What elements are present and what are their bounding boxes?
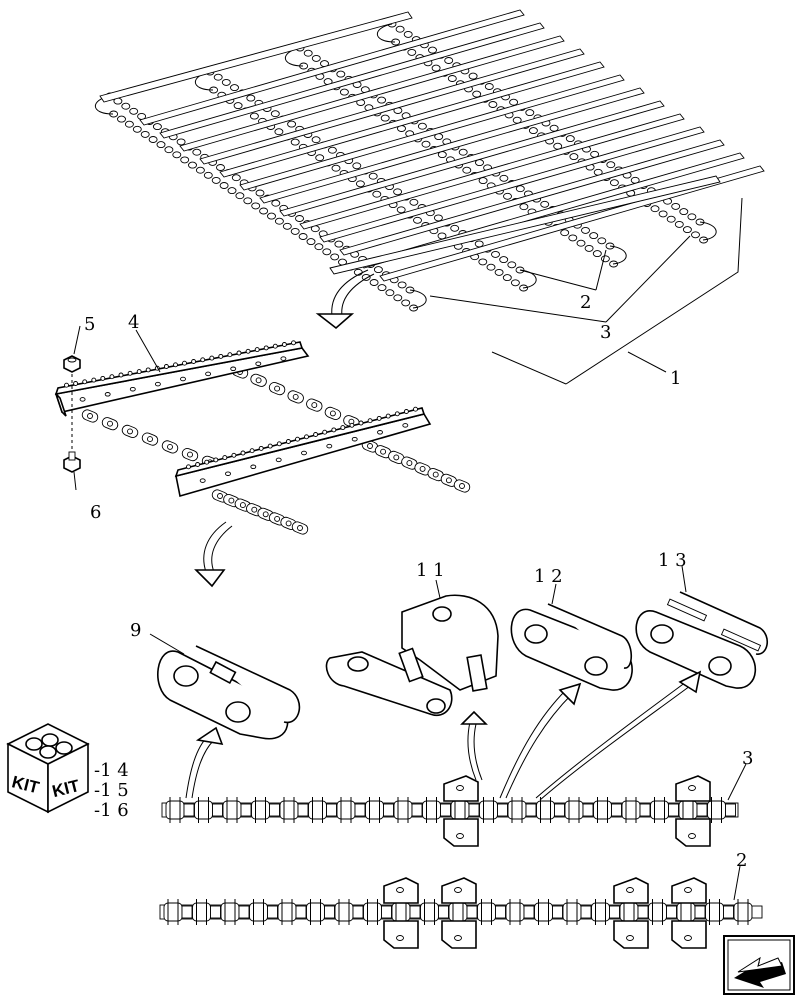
chain-link [163, 899, 193, 925]
callout-4: 4 [128, 312, 139, 333]
chain-link [621, 797, 651, 823]
chain-link [334, 899, 364, 925]
chain-link [336, 797, 366, 823]
chain-link [650, 797, 679, 823]
chain-link [564, 797, 594, 823]
callout-1: 1 [670, 368, 681, 389]
assembly-slat [339, 139, 725, 256]
callout-11: 1 1 [416, 560, 445, 581]
chain-attachment [671, 877, 707, 949]
chain-attachment [441, 877, 477, 949]
link-part-12 [510, 603, 633, 691]
link-part-13 [635, 591, 768, 689]
link-part-11 [325, 594, 499, 717]
slat-upper [54, 340, 310, 417]
callout-9: 9 [130, 620, 141, 641]
assembly-slat [159, 22, 545, 139]
chain-link [536, 797, 565, 823]
chain-link [422, 797, 451, 823]
chain-link [365, 797, 394, 823]
chain-link [192, 899, 221, 925]
chain-link [733, 899, 763, 925]
assembly-slat [139, 9, 525, 126]
down-arrow-1 [315, 269, 375, 330]
assembly-slat [299, 113, 685, 230]
back-arrow-icon [734, 956, 786, 988]
chain-link [165, 797, 195, 823]
part-arrows [185, 670, 702, 801]
kit-box-icon [6, 723, 90, 814]
chain-link [562, 899, 592, 925]
link-part-9 [157, 645, 301, 740]
chain-link [393, 797, 423, 823]
chain-attachment [383, 877, 419, 949]
assembly-slat [179, 35, 565, 152]
assembly-slat [259, 87, 645, 204]
chain-link [308, 797, 337, 823]
chain-link [194, 797, 223, 823]
chain-attachment [443, 775, 479, 847]
assembly-chain-loop [94, 92, 427, 312]
chain-link [279, 797, 309, 823]
callout-2-chain: 2 [736, 850, 747, 871]
callout-3-top: 3 [600, 322, 611, 343]
assembly-slat [279, 100, 665, 217]
chain-link [648, 899, 677, 925]
chain-link [306, 899, 335, 925]
chain-link [249, 899, 278, 925]
chain-link [705, 899, 734, 925]
kit-item-15: -1 5 [94, 780, 129, 801]
chain-link [593, 797, 622, 823]
callout-5: 5 [84, 314, 95, 335]
assembly-slats [99, 9, 765, 282]
chain-link [707, 797, 736, 823]
top-callout-lines [429, 197, 743, 385]
chain-3 [161, 775, 739, 847]
callout-12: 1 2 [534, 566, 563, 587]
assembly-slat [239, 74, 625, 191]
conveyor-assembly [94, 9, 765, 312]
chain-link [277, 899, 307, 925]
kit-item-14: -1 4 [94, 760, 129, 781]
bolt-icon [63, 451, 81, 473]
assembly-slat [319, 126, 705, 243]
callout-2-top: 2 [580, 292, 591, 313]
chain-attachment [675, 775, 711, 847]
chain-link [507, 797, 537, 823]
chain-link [477, 899, 506, 925]
nut-icon [63, 355, 81, 373]
assembly-slat [199, 48, 585, 165]
chain-link [220, 899, 250, 925]
chain-link [479, 797, 508, 823]
chain-attachment [613, 877, 649, 949]
chain-link [363, 899, 392, 925]
callout-6: 6 [90, 502, 101, 523]
assembly-slat [219, 61, 605, 178]
chain-link [420, 899, 449, 925]
kit-item-16: -1 6 [94, 800, 129, 821]
chain-2 [159, 877, 763, 949]
chain-link [222, 797, 252, 823]
down-arrow-2 [194, 521, 233, 588]
chain-link [505, 899, 535, 925]
chain-link [591, 899, 620, 925]
chain-link [251, 797, 280, 823]
callout-13: 1 3 [658, 550, 687, 571]
chain-link [534, 899, 563, 925]
back-navigation-button[interactable] [723, 935, 795, 995]
callout-3-chain: 3 [742, 748, 753, 769]
slat-detail [54, 325, 471, 535]
slat-lower [174, 406, 432, 498]
